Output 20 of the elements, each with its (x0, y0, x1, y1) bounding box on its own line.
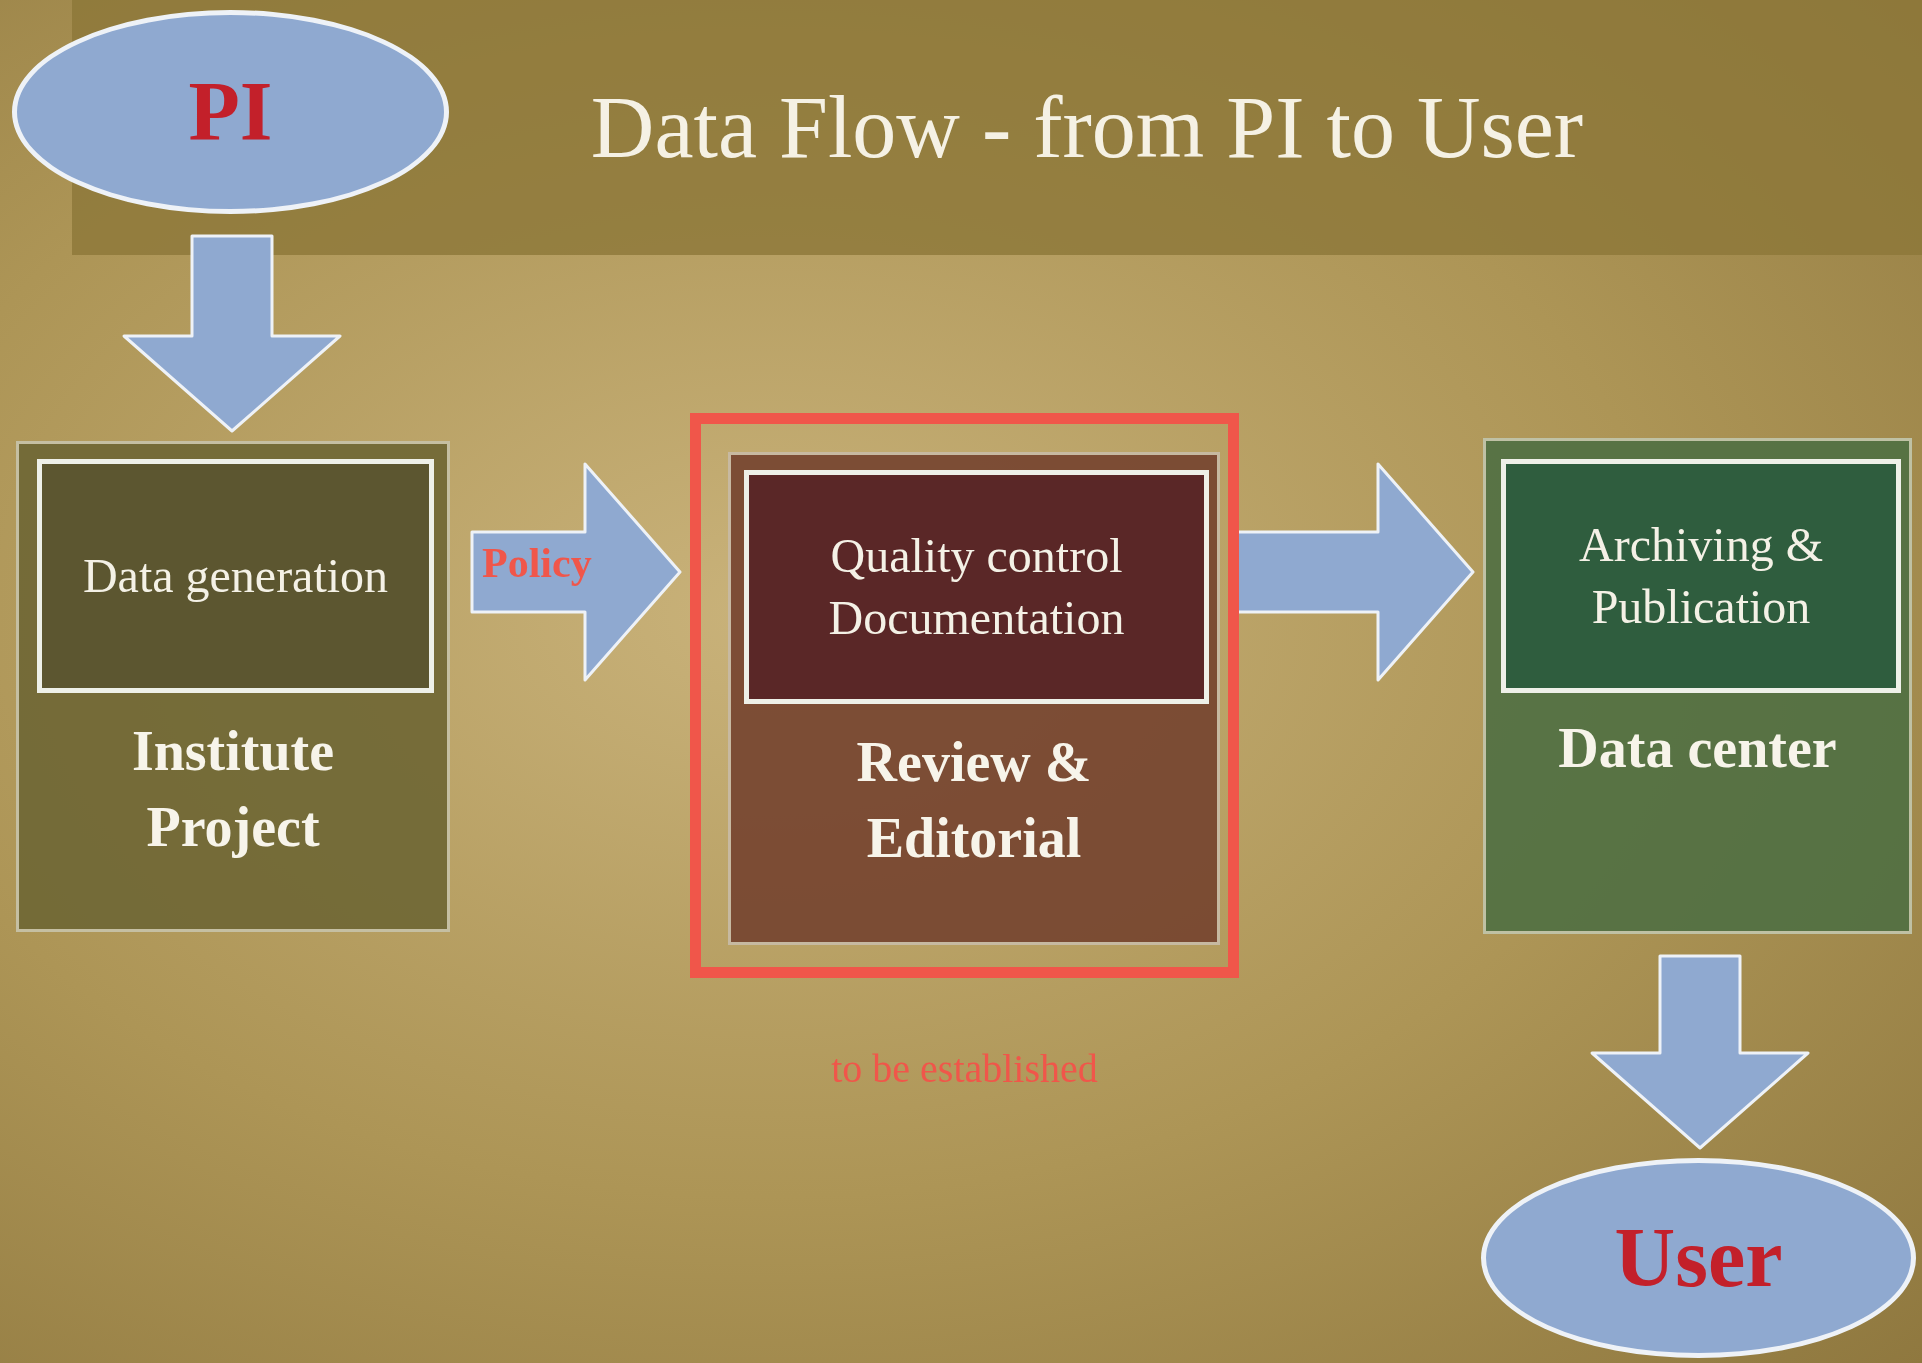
title: Data Flow - from PI to User (590, 83, 1584, 172)
process-box (744, 470, 1209, 704)
group-title: Data center (1557, 716, 1838, 781)
block-arrow (122, 234, 342, 433)
group-title: Institute Project (130, 719, 336, 860)
group-panel (728, 452, 1220, 945)
process-label: Data generation (82, 547, 389, 604)
node-title: User (1614, 1216, 1783, 1300)
frame-note: to be established (830, 1045, 1099, 1093)
node-title: PI (188, 70, 273, 154)
process-box (37, 459, 434, 693)
block-arrow (1590, 954, 1810, 1150)
group-panel (1483, 438, 1912, 934)
block-arrow (470, 462, 682, 682)
edge-label: Policy (482, 542, 592, 584)
group-panel (16, 441, 450, 932)
process-label: Quality control Documentation (827, 527, 1126, 646)
process-box (1501, 459, 1901, 693)
process-label: Archiving & Publication (1578, 516, 1824, 635)
group-title: Review & Editorial (855, 730, 1093, 871)
